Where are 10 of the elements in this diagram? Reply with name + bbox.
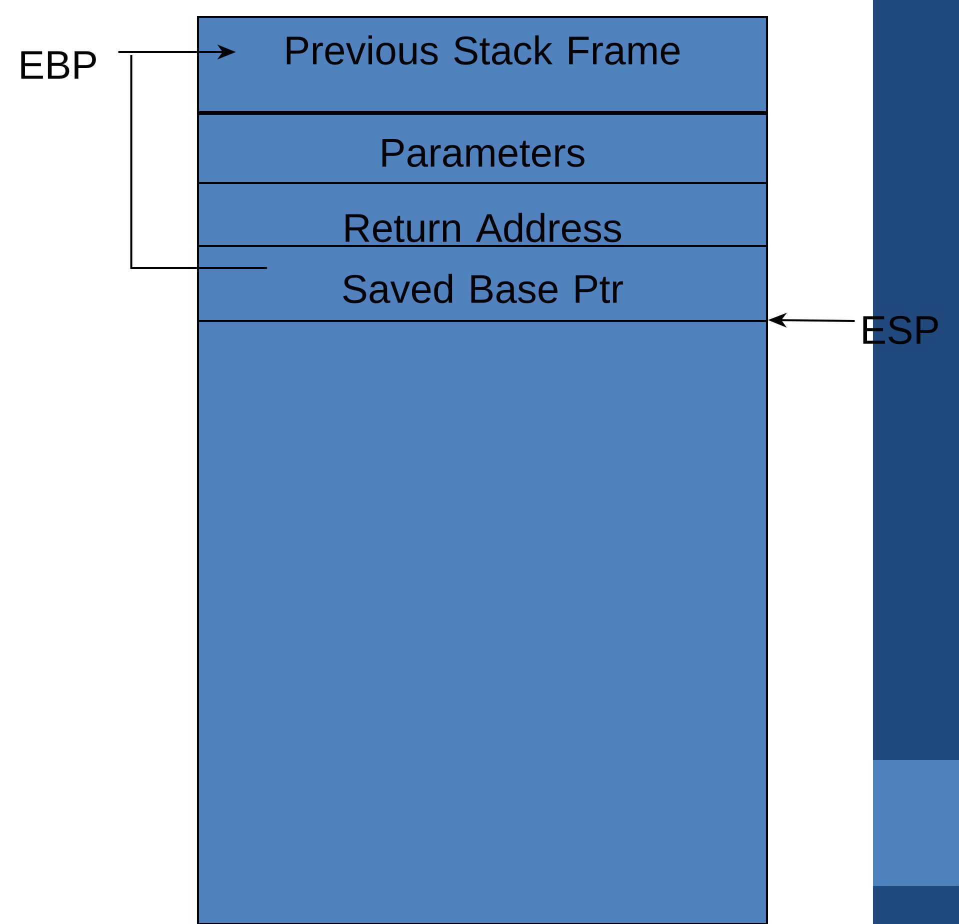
- stack-row: [197, 245, 768, 322]
- row-label: Previous Stack Frame: [286, 35, 680, 65]
- bracket-line: [130, 55, 267, 269]
- stack-row: [197, 16, 768, 114]
- pointer-label: EBP: [21, 51, 96, 79]
- stack-row: [197, 182, 768, 247]
- stack-row: [197, 112, 768, 184]
- row-label: Return Address: [346, 212, 622, 242]
- row-label: Parameters: [382, 139, 584, 167]
- row-label: Saved Base Ptr: [343, 274, 623, 304]
